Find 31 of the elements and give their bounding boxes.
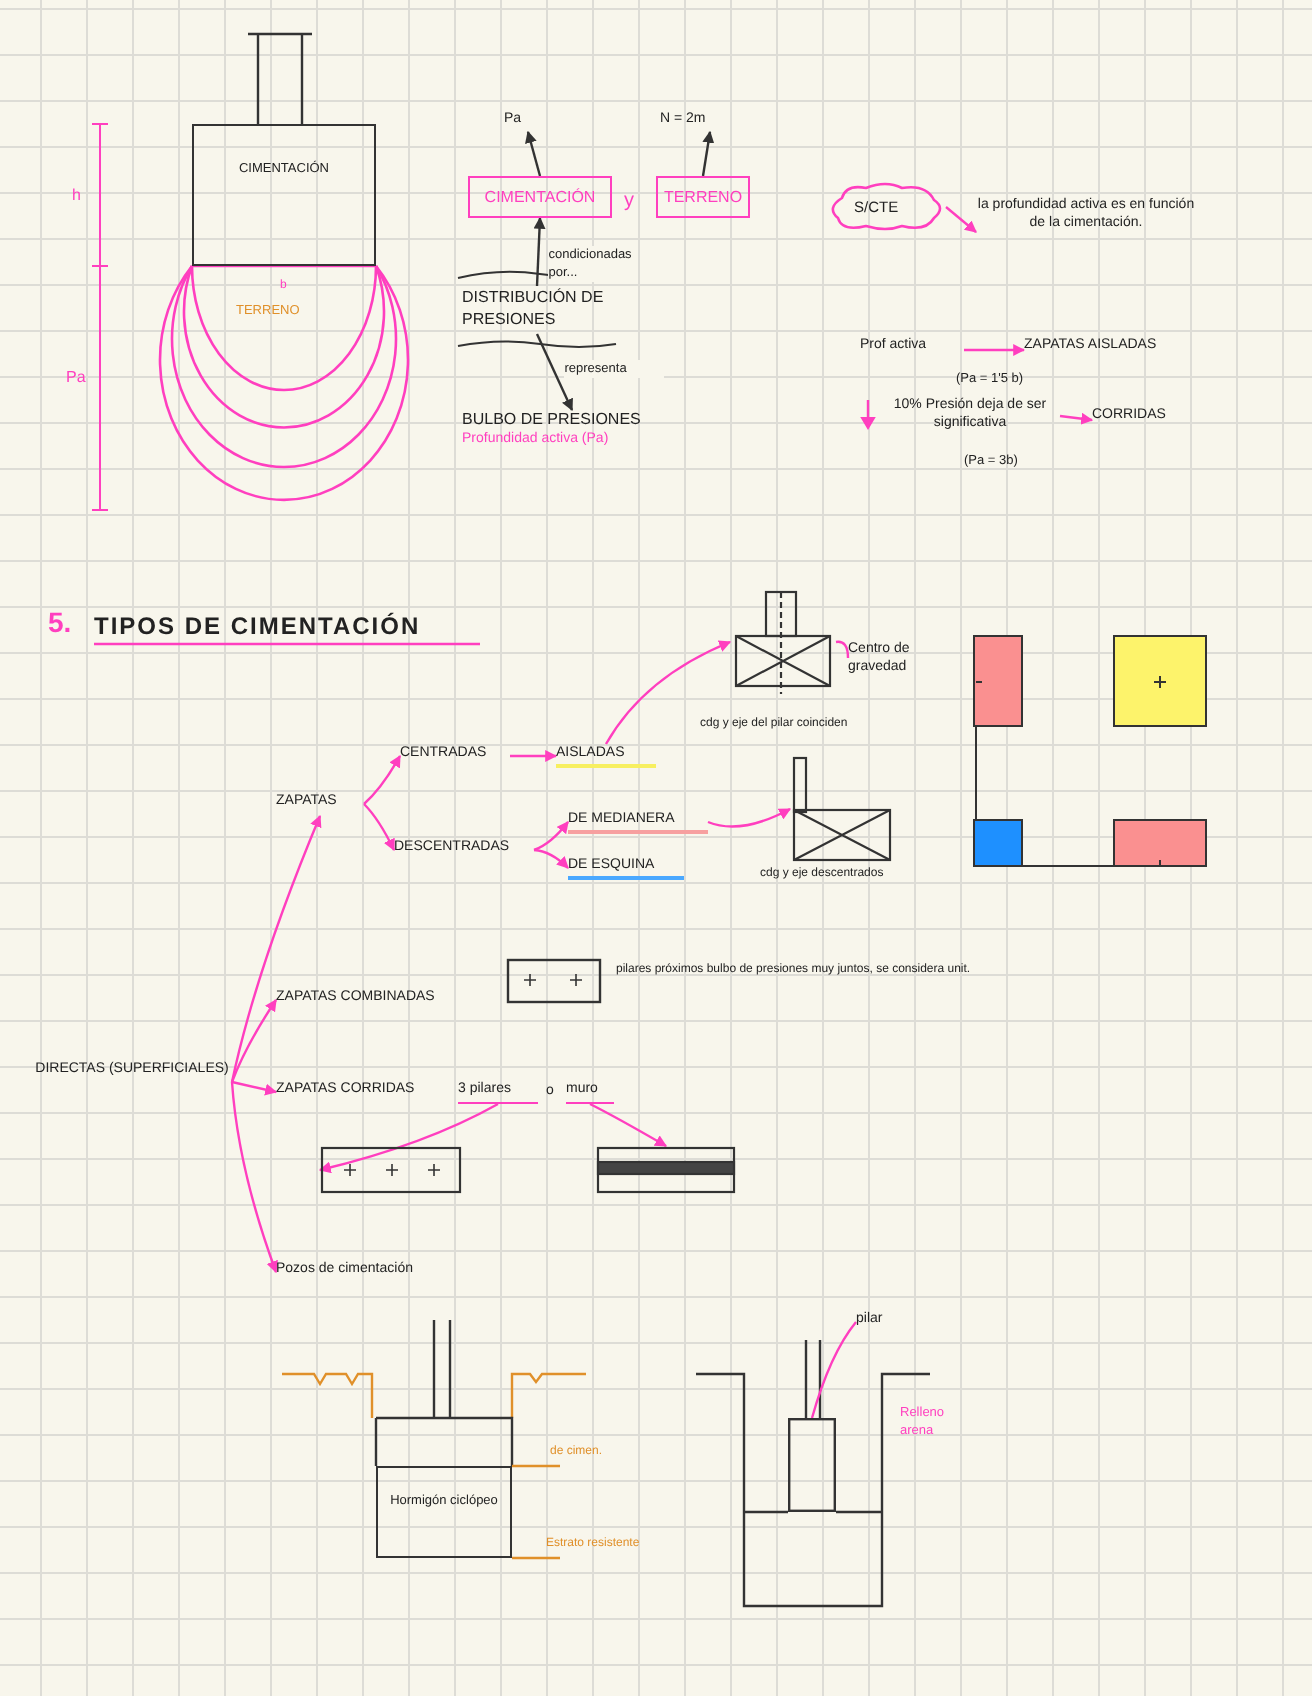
arrow	[510, 750, 558, 762]
section-number: 5.	[48, 606, 74, 638]
arrow	[945, 206, 977, 233]
arrow	[533, 216, 546, 287]
leader-line	[810, 1321, 857, 1419]
leader-line	[835, 640, 850, 659]
arrow	[604, 640, 732, 745]
arrow	[231, 1080, 278, 1096]
term-box: CIMENTACIÓN	[468, 176, 612, 218]
arrow	[964, 344, 1026, 356]
term-box: TERRENO	[656, 176, 750, 218]
arrow	[701, 130, 715, 177]
arrow	[707, 807, 792, 828]
dimension-label: Pa	[66, 368, 88, 388]
arrow	[533, 821, 569, 852]
connector-word: y	[624, 190, 636, 214]
arrow	[589, 1102, 668, 1148]
arrow	[1059, 412, 1094, 425]
arrow	[363, 754, 402, 805]
arrow	[230, 999, 277, 1083]
arrow	[230, 814, 322, 1083]
heading-text: DISTRIBUCIÓN DE PRESIONES	[462, 286, 612, 334]
section-title: TIPOS DE CIMENTACIÓN	[94, 612, 421, 640]
dimension-label: h	[72, 186, 83, 206]
arrow	[535, 333, 574, 412]
arrow	[363, 803, 396, 852]
arrow	[525, 130, 542, 177]
heading-text: BULBO DE PRESIONES	[462, 410, 641, 428]
arrow	[318, 1102, 499, 1174]
arrow	[533, 848, 569, 869]
arrow	[230, 1081, 278, 1274]
